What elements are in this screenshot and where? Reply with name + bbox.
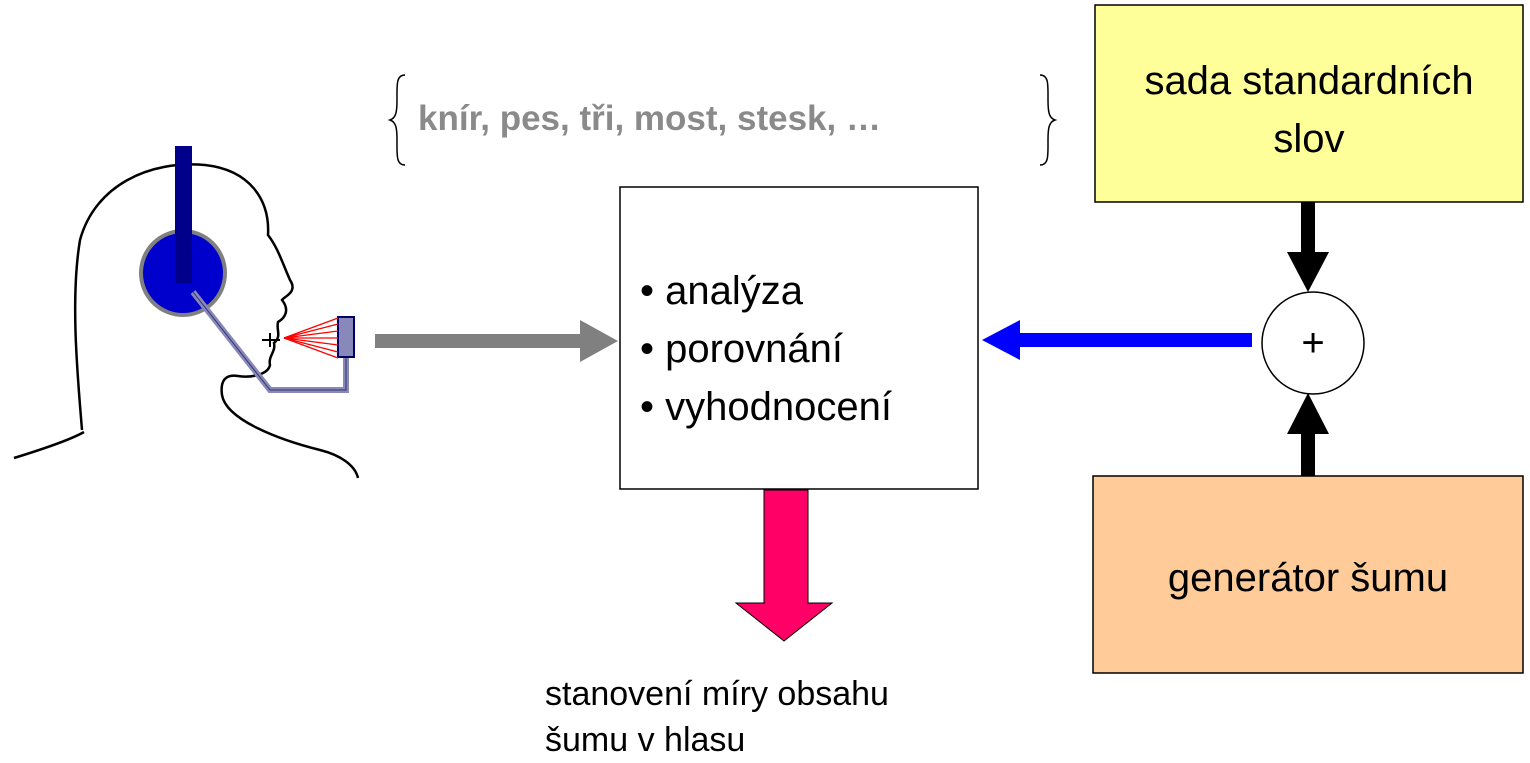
- analysis-step-3: • vyhodnocení: [640, 385, 892, 429]
- word-set-box: [1094, 4, 1524, 203]
- analysis-step-2: • porovnání: [640, 327, 844, 371]
- mix-arrow: [982, 320, 1252, 360]
- word-set-label: sada standardních slov: [1095, 52, 1523, 168]
- head-outline: [73, 163, 360, 479]
- result-caption-line1: stanovení míry obsahu: [545, 675, 889, 713]
- mouth-mark: [262, 333, 280, 347]
- result-caption: stanovení míry obsahu šumu v hlasu: [545, 671, 1015, 763]
- left-brace: [387, 74, 406, 166]
- analysis-steps: • analýza • porovnání • vyhodnocení: [640, 262, 892, 436]
- headphone-icon: [139, 146, 355, 393]
- right-brace: [1039, 74, 1058, 166]
- noise-to-mixer-arrow: [1287, 393, 1329, 476]
- output-arrow: [734, 489, 834, 642]
- analysis-step-1: • analýza: [640, 269, 803, 313]
- mixer-plus-symbol: +: [1301, 321, 1325, 365]
- sound-rays-icon: [283, 317, 339, 359]
- result-caption-line2: šumu v hlasu: [545, 721, 746, 759]
- word-set-label-line1: sada standardních: [1144, 59, 1474, 103]
- person-head-icon: [13, 163, 360, 479]
- headband: [175, 146, 192, 283]
- word-set-label-line2: slov: [1273, 117, 1345, 161]
- analysis-box: [619, 186, 979, 490]
- neck-line: [13, 430, 85, 460]
- speech-arrow: [375, 320, 618, 362]
- word-set-examples: knír, pes, tři, most, stesk, …: [418, 99, 881, 138]
- mic-boom-outline: [192, 291, 347, 391]
- word-set-to-mixer-arrow: [1287, 202, 1329, 292]
- noise-generator-label: generátor šumu: [1167, 556, 1449, 600]
- microphone: [337, 316, 355, 358]
- mixer-circle: [1261, 291, 1365, 395]
